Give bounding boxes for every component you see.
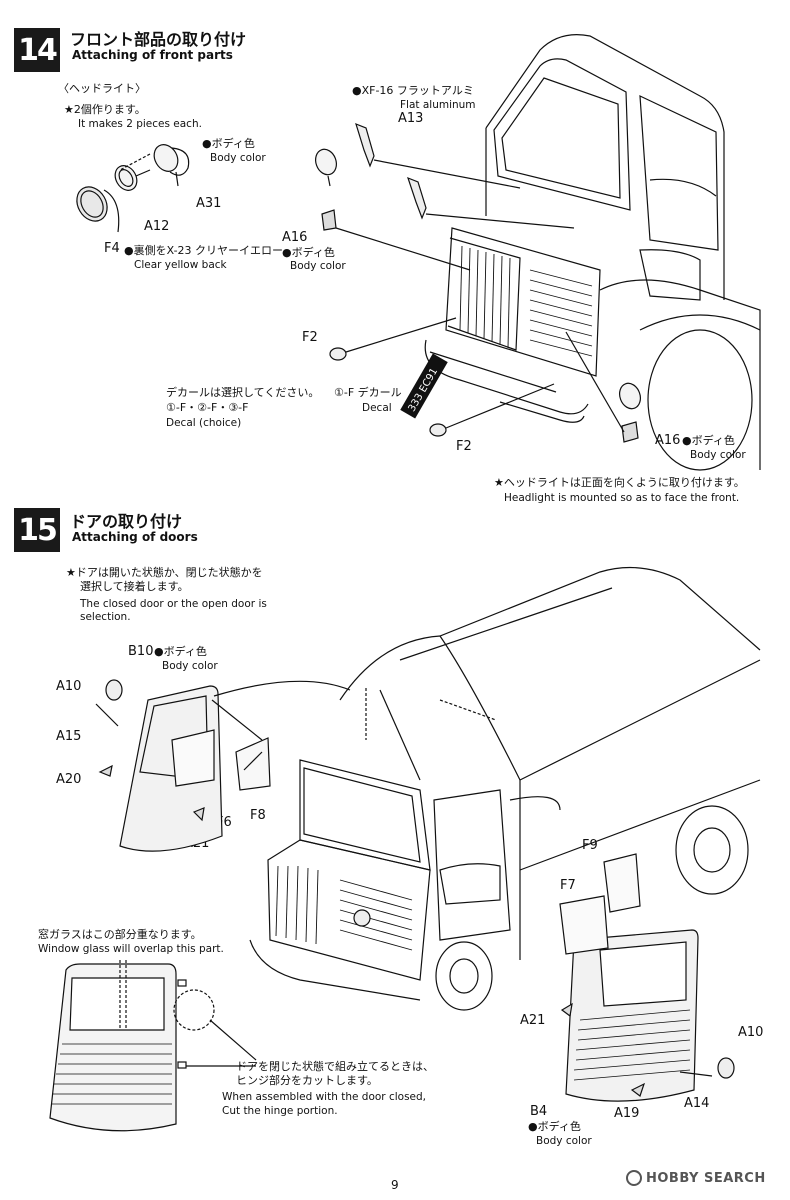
step-14-title-en: Attaching of front parts (72, 48, 233, 62)
a31-color-en: Body color (210, 152, 266, 164)
step-15-number: 15 (18, 512, 58, 548)
step-15-title-en: Attaching of doors (72, 530, 198, 544)
part-label-a15: A15 (56, 729, 82, 744)
a16-left-color-en: Body color (290, 260, 346, 272)
headlight-shell-a31 (119, 144, 190, 187)
truck-front-view (315, 34, 761, 471)
hinge-note-jp-1: ドアを閉じた状態で組み立てるときは、 (236, 1060, 434, 1073)
part-label-a20: A20 (56, 772, 82, 787)
part-label-a10-left: A10 (56, 679, 82, 694)
hinge-note-en-1: When assembled with the door closed, (222, 1091, 426, 1103)
door-note-jp-1: ★ドアは開いた状態か、閉じた状態かを (66, 566, 263, 579)
part-label-f7: F7 (560, 878, 576, 893)
page-number: 9 (391, 1178, 399, 1192)
hinge-note-jp-2: ヒンジ部分をカットします。 (236, 1074, 378, 1087)
part-label-a21-right: A21 (520, 1013, 546, 1028)
b10-color-en: Body color (162, 660, 218, 672)
glass-note-en: Window glass will overlap this part. (38, 943, 224, 955)
step-14-number: 14 (18, 32, 58, 68)
hinge-note-en-2: Cut the hinge portion. (222, 1105, 338, 1117)
part-label-a10-right: A10 (738, 1025, 764, 1040)
a16-left-color-jp: ●ボディ色 (282, 246, 335, 259)
door-note-en-2: selection. (80, 611, 131, 623)
part-label-a12: A12 (144, 219, 170, 234)
decal-choice-codes: ①-F・②-F・③-F (166, 401, 249, 414)
part-label-f2-bottom: F2 (456, 439, 472, 454)
f4-note-jp: ●裏側をX-23 クリヤーイエロー (124, 244, 283, 257)
b10-color-jp: ●ボディ色 (154, 645, 207, 658)
decal-choice-jp: デカールは選択してください。 (166, 386, 320, 399)
a31-color-jp: ●ボディ色 (202, 137, 255, 150)
headlight-heading: 〈ヘッドライト〉 (58, 82, 146, 95)
decal-single-en: Decal (362, 402, 392, 414)
step-14-badge: 14 (14, 28, 60, 72)
part-label-b4: B4 (530, 1104, 548, 1119)
headlight-lens-f4 (76, 186, 120, 233)
part-label-a16-left: A16 (282, 230, 308, 245)
part-label-a14: A14 (684, 1096, 710, 1111)
pieces-note-jp: ★2個作ります。 (64, 103, 146, 116)
b4-color-jp: ●ボディ色 (528, 1120, 581, 1133)
f4-note-en: Clear yellow back (134, 259, 227, 271)
door-note-jp-2: 選択して接着します。 (80, 580, 189, 593)
part-label-a16-right: A16 (655, 433, 681, 448)
part-label-f8: F8 (250, 808, 266, 823)
watermark-text: HOBBY SEARCH (646, 1170, 766, 1186)
decal-single-jp: ①-F デカール (334, 386, 402, 399)
right-door-exploded (559, 853, 735, 1102)
step-15-title-jp: ドアの取り付け (70, 512, 183, 531)
headlight-ring-a12 (114, 165, 151, 191)
watermark-logo-icon (626, 1170, 642, 1186)
door-detail-inset (49, 960, 257, 1132)
door-note-en-1: The closed door or the open door is (80, 598, 267, 610)
part-label-f4: F4 (104, 241, 120, 256)
xf16-note-en: Flat aluminum (400, 99, 476, 111)
left-door-exploded (95, 679, 351, 852)
part-label-a31: A31 (196, 196, 222, 211)
decal-choice-en: Decal (choice) (166, 417, 242, 429)
glass-note-jp: 窓ガラスはこの部分重なります。 (38, 928, 202, 941)
front-note-en: Headlight is mounted so as to face the f… (504, 492, 740, 504)
pieces-note-en: It makes 2 pieces each. (78, 118, 202, 130)
a16-right-color-jp: ●ボディ色 (682, 434, 735, 447)
part-label-a13: A13 (398, 111, 424, 126)
step-14-title-jp: フロント部品の取り付け (70, 30, 247, 49)
truck-three-quarter-view (249, 566, 761, 1011)
watermark: HOBBY SEARCH (626, 1170, 766, 1186)
part-label-b10: B10 (128, 644, 154, 659)
part-label-f2-top: F2 (302, 330, 318, 345)
a16-right-color-en: Body color (690, 449, 746, 461)
front-note-jp: ★ヘッドライトは正面を向くように取り付けます。 (494, 476, 745, 489)
step-15-badge: 15 (14, 508, 60, 552)
b4-color-en: Body color (536, 1135, 592, 1147)
part-label-a19: A19 (614, 1106, 640, 1121)
xf16-note-jp: ●XF-16 フラットアルミ (352, 84, 474, 97)
